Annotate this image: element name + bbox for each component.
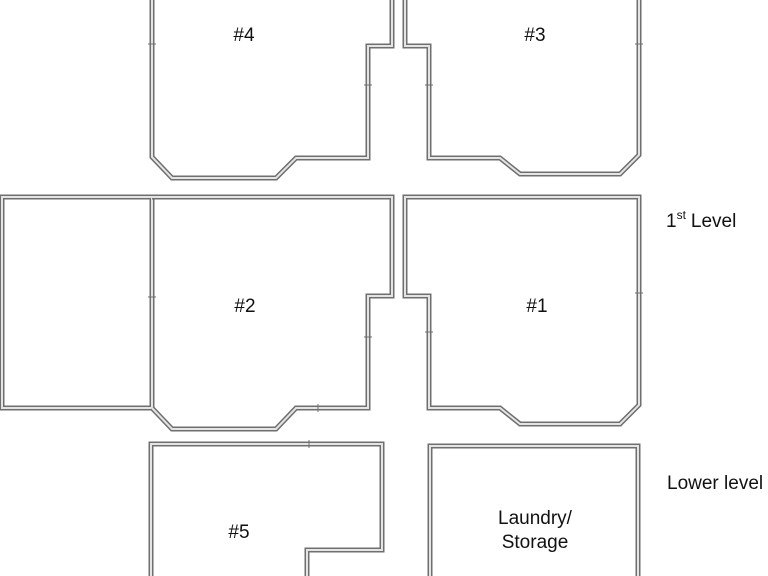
room-laundry-storage (427, 443, 641, 576)
first-level-label: 1st Level (666, 208, 736, 232)
room-unit-2 (148, 194, 395, 432)
room-unit-1 (402, 194, 643, 427)
room-unit-5 (148, 440, 385, 576)
lower-level-label: Lower level (667, 473, 763, 494)
room-left-unlabeled (0, 194, 155, 411)
room-unit-4 (148, 0, 395, 181)
unit-5-label: #5 (228, 522, 249, 543)
first-level-word: Level (691, 211, 736, 232)
laundry-label-line1: Laundry/ (498, 508, 573, 529)
unit-4-label: #4 (233, 25, 255, 46)
laundry-label-line2: Storage (502, 532, 569, 553)
unit-3-label: #3 (524, 25, 545, 46)
room-unit-3 (402, 0, 643, 177)
first-level-number: 1 (666, 211, 677, 232)
unit-1-label: #1 (526, 296, 547, 317)
first-level-suffix: st (677, 208, 687, 222)
unit-2-label: #2 (234, 296, 255, 317)
